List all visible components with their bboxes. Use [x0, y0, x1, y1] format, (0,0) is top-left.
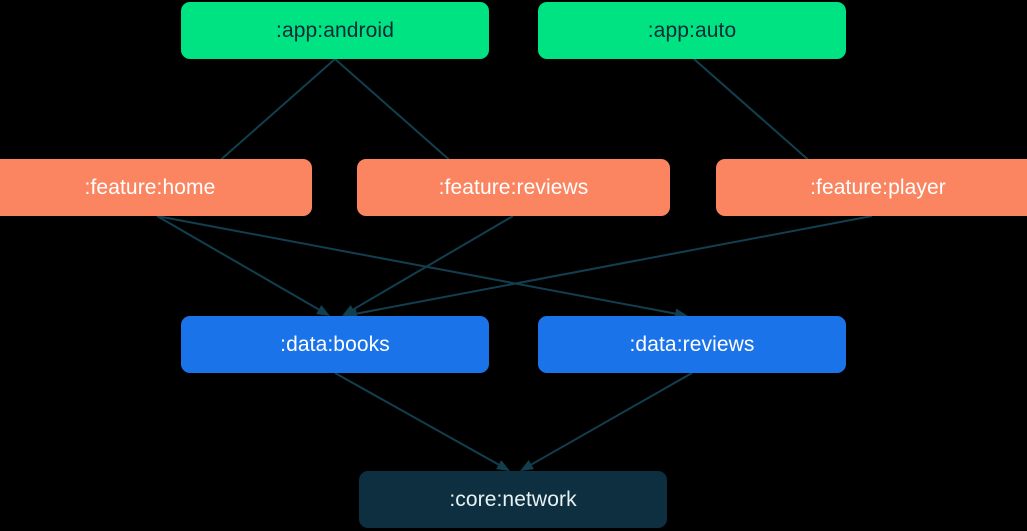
graph-node-label: :app:auto [647, 18, 737, 42]
graph-node-label: :app:android [276, 18, 394, 42]
edge-line [156, 215, 676, 315]
edge-arrowhead-icon [316, 304, 330, 316]
graph-node-label: :feature:home [84, 175, 216, 199]
graph-node-app-auto[interactable]: :app:auto [538, 2, 846, 59]
graph-node-data-books[interactable]: :data:books [181, 316, 489, 373]
graph-node-feature-reviews[interactable]: :feature:reviews [357, 159, 670, 216]
graph-edge-feature-home-to-data-reviews [156, 215, 688, 319]
edge-line [352, 215, 514, 311]
edge-line [156, 215, 320, 311]
edge-line [334, 372, 500, 466]
edge-arrowhead-icon [496, 460, 510, 471]
graph-node-data-reviews[interactable]: :data:reviews [538, 316, 846, 373]
graph-node-label: :feature:reviews [438, 175, 589, 199]
graph-edge-feature-player-to-data-books [344, 215, 873, 319]
graph-edge-feature-home-to-data-books [156, 215, 330, 316]
graph-edge-data-reviews-to-core-network [520, 372, 693, 471]
graph-node-label: :core:network [449, 487, 577, 511]
graph-node-core-network[interactable]: :core:network [359, 471, 667, 528]
graph-node-label: :data:reviews [629, 332, 755, 356]
graph-node-feature-home[interactable]: :feature:home [0, 159, 312, 216]
edge-line [356, 215, 873, 315]
graph-edge-data-books-to-core-network [334, 372, 510, 471]
graph-node-label: :feature:player [810, 175, 946, 199]
edge-arrowhead-icon [520, 460, 534, 471]
graph-node-app-android[interactable]: :app:android [181, 2, 489, 59]
graph-node-feature-player[interactable]: :feature:player [716, 159, 1027, 216]
edge-line [530, 372, 693, 466]
graph-node-label: :data:books [280, 332, 390, 356]
